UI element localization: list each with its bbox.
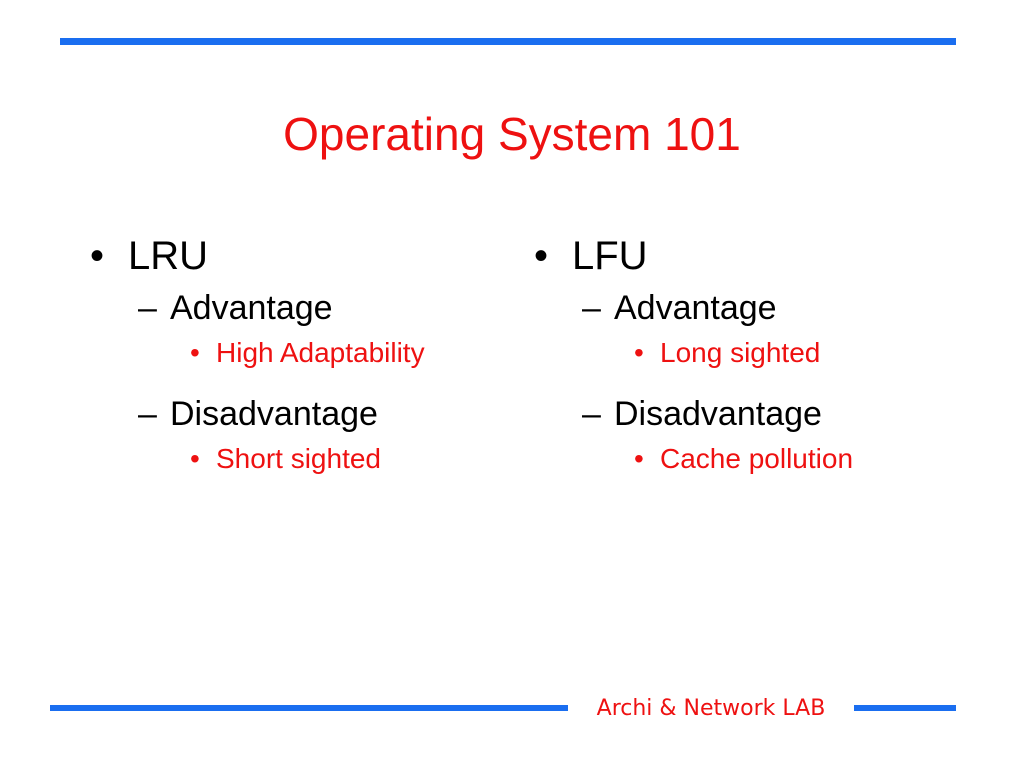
lru-disadvantage-item: Short sighted (216, 443, 381, 474)
lru-advantage-row: – Advantage (90, 286, 530, 336)
lfu-advantage-item-row: • Long sighted (534, 336, 974, 392)
lfu-heading-row: • LFU (534, 230, 974, 286)
top-divider (60, 38, 956, 45)
footer-divider-left (50, 705, 568, 711)
lfu-heading: LFU (572, 234, 648, 278)
lfu-advantage-item: Long sighted (660, 337, 821, 368)
bullet-icon: • (634, 337, 644, 368)
bullet-icon: • (90, 234, 105, 278)
slide-title: Operating System 101 (283, 108, 741, 160)
lfu-disadvantage-label: Disadvantage (614, 395, 822, 433)
footer-divider-right (854, 705, 956, 711)
bullet-icon: • (534, 234, 549, 278)
dash-icon: – (138, 289, 157, 327)
lfu-advantage-row: – Advantage (534, 286, 974, 336)
bullet-icon: • (190, 443, 200, 474)
bullet-icon: • (634, 443, 644, 474)
lfu-advantage-label: Advantage (614, 289, 777, 327)
lru-heading-row: • LRU (90, 230, 530, 286)
lru-disadvantage-label: Disadvantage (170, 395, 378, 433)
dash-icon: – (582, 395, 601, 433)
lru-advantage-item: High Adaptability (216, 337, 425, 368)
lfu-disadvantage-item-row: • Cache pollution (534, 442, 974, 498)
dash-icon: – (582, 289, 601, 327)
lfu-disadvantage-row: – Disadvantage (534, 392, 974, 442)
lru-disadvantage-row: – Disadvantage (90, 392, 530, 442)
lfu-column: • LFU – Advantage • Long sighted – Disad… (534, 230, 974, 498)
lru-column: • LRU – Advantage • High Adaptability – … (90, 230, 530, 498)
lru-advantage-label: Advantage (170, 289, 333, 327)
lru-advantage-item-row: • High Adaptability (90, 336, 530, 392)
lru-heading: LRU (128, 234, 209, 278)
footer-lab-name: Archi & Network LAB (596, 696, 826, 721)
lfu-disadvantage-item: Cache pollution (660, 443, 854, 474)
lru-disadvantage-item-row: • Short sighted (90, 442, 530, 498)
dash-icon: – (138, 395, 157, 433)
bullet-icon: • (190, 337, 200, 368)
